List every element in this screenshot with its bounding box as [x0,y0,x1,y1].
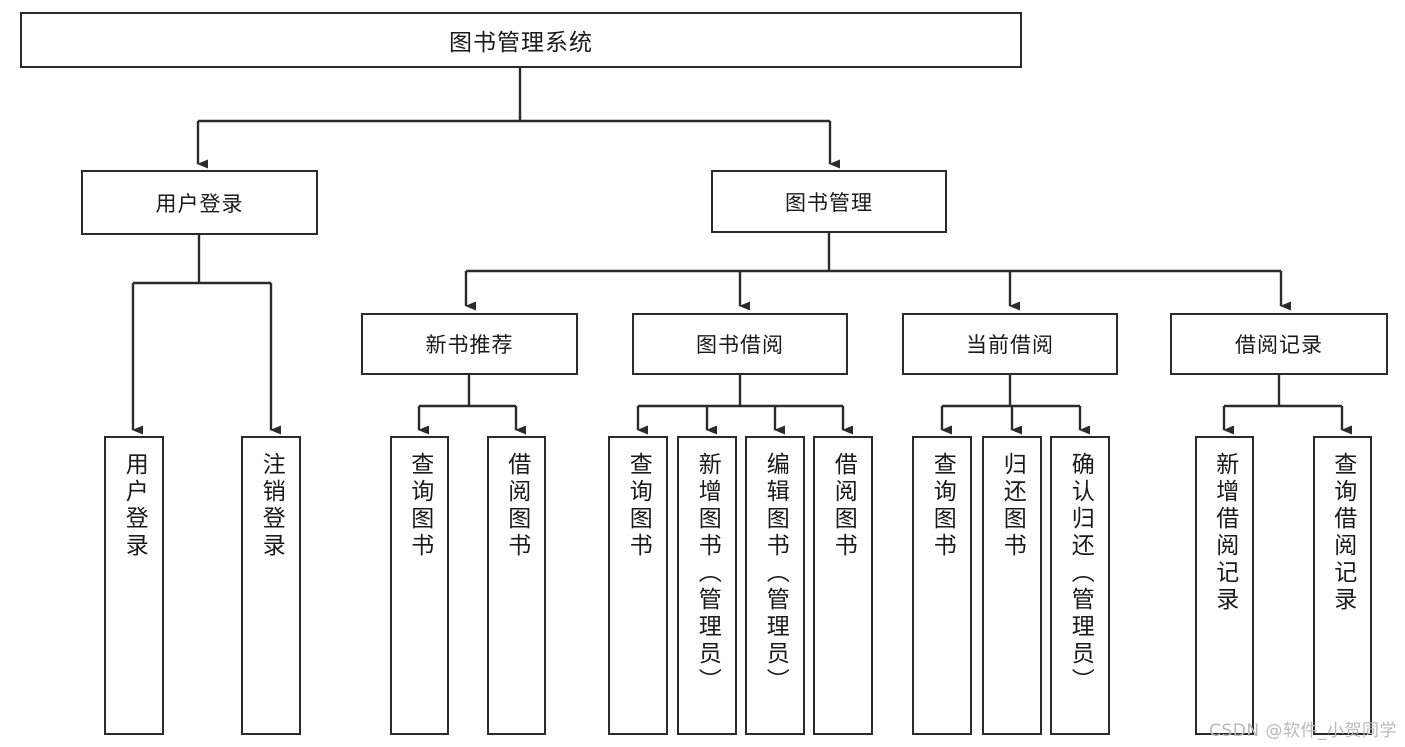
node-new-book-recommend[interactable]: 新书推荐 [361,313,578,375]
leaf-return-book[interactable]: 归还图书 [982,436,1042,735]
node-label: 编辑图书（管理员） [762,452,789,695]
node-label: 归还图书 [999,452,1026,560]
leaf-query-book-current[interactable]: 查询图书 [912,436,972,735]
leaf-edit-book-admin[interactable]: 编辑图书（管理员） [745,436,805,735]
node-label: 查询图书 [929,452,956,560]
node-label: 借阅图书 [503,452,530,560]
watermark: CSDN @软件_小贺同学 [1209,721,1397,741]
node-label: 借阅图书 [830,452,857,560]
leaf-query-book-borrow[interactable]: 查询图书 [608,436,668,735]
node-label: 图书借阅 [696,333,784,357]
leaf-query-book-recommend[interactable]: 查询图书 [390,436,449,735]
node-borrow-record[interactable]: 借阅记录 [1170,313,1388,375]
leaf-borrow-book[interactable]: 借阅图书 [813,436,873,735]
node-label: 当前借阅 [966,333,1054,357]
leaf-add-borrow-record[interactable]: 新增借阅记录 [1195,436,1254,735]
node-book-management[interactable]: 图书管理 [711,170,947,233]
node-book-borrow[interactable]: 图书借阅 [632,313,848,375]
leaf-confirm-return-admin[interactable]: 确认归还（管理员） [1050,436,1110,735]
node-label: 查询图书 [625,452,652,560]
node-label: 用户登录 [121,452,148,560]
node-label: 注销登录 [258,452,285,560]
node-root-system[interactable]: 图书管理系统 [20,12,1022,68]
node-user-login[interactable]: 用户登录 [81,170,318,235]
node-label: 借阅记录 [1235,333,1323,357]
leaf-add-book-admin[interactable]: 新增图书（管理员） [677,436,737,735]
node-label: 查询借阅记录 [1329,452,1356,614]
leaf-borrow-book-recommend[interactable]: 借阅图书 [487,436,546,735]
node-label: 确认归还（管理员） [1067,452,1094,695]
leaf-query-borrow-record[interactable]: 查询借阅记录 [1313,436,1372,735]
node-label: 图书管理系统 [449,30,593,56]
node-label: 新书推荐 [425,333,514,357]
leaf-user-login[interactable]: 用户登录 [104,436,164,735]
node-current-borrow[interactable]: 当前借阅 [902,313,1118,375]
leaf-logout[interactable]: 注销登录 [241,436,301,735]
node-label: 查询图书 [406,452,433,560]
node-label: 新增借阅记录 [1211,452,1238,614]
node-label: 用户登录 [155,191,244,216]
node-label: 图书管理 [785,190,873,215]
node-label: 新增图书（管理员） [694,452,721,695]
